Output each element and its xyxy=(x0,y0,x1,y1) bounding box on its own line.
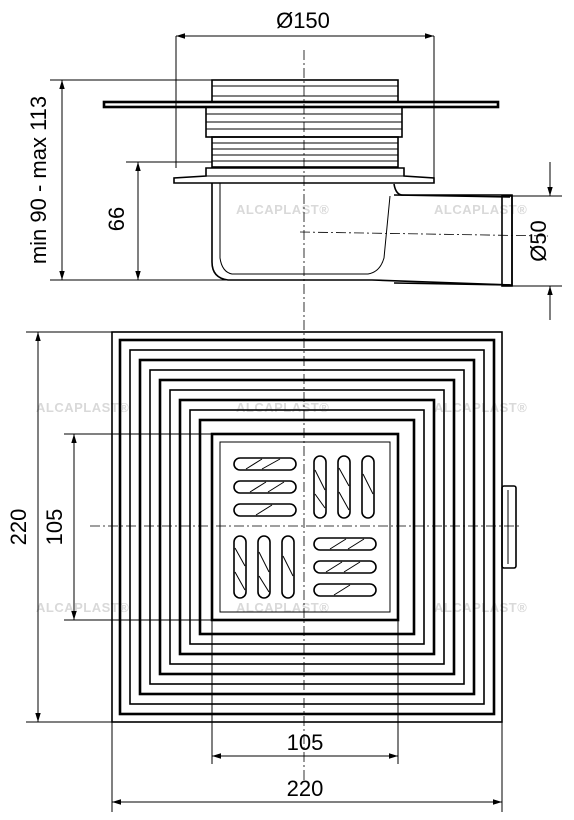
side-outlet-stub xyxy=(501,485,517,569)
height-range-label: min 90 - max 113 xyxy=(26,96,51,264)
watermark: ALCAPLAST® xyxy=(434,202,527,217)
watermark: ALCAPLAST® xyxy=(36,600,129,615)
grate-width-label: 105 xyxy=(287,730,324,755)
lower-flange xyxy=(173,167,435,184)
watermark: ALCAPLAST® xyxy=(434,400,527,415)
side-outlet-diameter-label: Ø50 xyxy=(526,220,551,262)
watermarks: ALCAPLAST® ALCAPLAST® ALCAPLAST® ALCAPLA… xyxy=(36,202,527,615)
frame-width-label: 220 xyxy=(287,776,324,801)
outlet-centerline xyxy=(299,231,549,237)
top-view: 220 105 105 220 xyxy=(6,331,520,812)
side-view: Ø150 min 90 - max 113 66 Ø50 xyxy=(26,8,562,780)
outlet-diameter-label: Ø150 xyxy=(276,8,330,33)
body-height-label: 66 xyxy=(104,207,129,231)
frame-height-label: 220 xyxy=(6,509,31,546)
watermark: ALCAPLAST® xyxy=(236,202,329,217)
grooved-neck xyxy=(211,136,399,168)
top-collar xyxy=(211,79,399,103)
side-outlet-end xyxy=(501,195,513,287)
watermark: ALCAPLAST® xyxy=(236,600,329,615)
watermark: ALCAPLAST® xyxy=(434,600,527,615)
watermark: ALCAPLAST® xyxy=(236,400,329,415)
drain-body xyxy=(211,183,513,286)
grate-slots xyxy=(233,455,377,599)
watermark: ALCAPLAST® xyxy=(36,400,129,415)
grate xyxy=(210,432,400,622)
grate-height-label: 105 xyxy=(42,509,67,546)
